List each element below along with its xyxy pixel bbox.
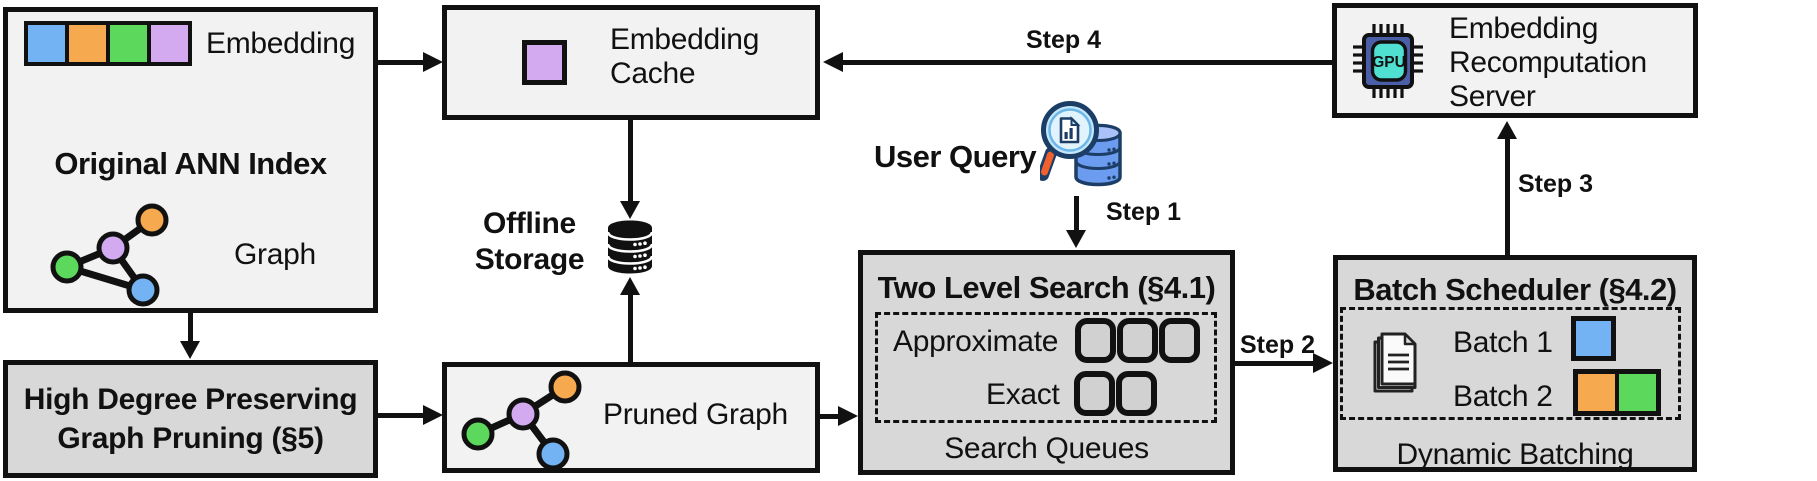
recomputation-line3: Server: [1449, 80, 1536, 113]
graph-label: Graph: [234, 238, 316, 271]
pruned-graph-box: Pruned Graph: [442, 362, 820, 473]
database-icon: [606, 220, 654, 274]
batch1-square-icon: [1571, 316, 1616, 361]
step2-label: Step 2: [1240, 331, 1316, 359]
recomputation-server-box: GPU Embedding Recomputation Server: [1332, 3, 1698, 118]
search-queues-footer: Search Queues: [944, 432, 1149, 465]
dynamic-batching-footer: Dynamic Batching: [1396, 438, 1634, 471]
recomputation-line2: Recomputation: [1449, 46, 1647, 79]
graph-icon: [50, 203, 169, 307]
batch2-cell-orange: [1578, 374, 1615, 411]
arrow-step4-head: [823, 52, 843, 72]
gpu-chip-label: GPU: [1372, 54, 1406, 71]
embedding-cache-box: Embedding Cache: [442, 5, 820, 120]
high-degree-pruning-line1: High Degree Preserving: [23, 383, 358, 416]
arrow-pruned-to-storage-head: [620, 277, 640, 295]
offline-storage-label: Offline Storage: [462, 206, 597, 278]
offline-storage-line1: Offline: [483, 207, 576, 240]
gpu-chip-icon: GPU: [1353, 24, 1423, 98]
queue-slot: [1116, 371, 1157, 416]
step3-label: Step 3: [1518, 170, 1594, 198]
batch-scheduler-title: Batch Scheduler (§4.2): [1353, 272, 1677, 307]
high-degree-pruning-box: High Degree Preserving Graph Pruning (§5…: [3, 360, 378, 478]
arrow-pruned-to-search-head: [838, 406, 858, 426]
batch2-squares-icon: [1573, 369, 1661, 416]
cached-embedding-icon: [522, 40, 567, 85]
high-degree-pruning-line2: Graph Pruning (§5): [57, 422, 324, 455]
embedding-cell-orange: [69, 25, 106, 62]
queue-slot: [1159, 318, 1200, 363]
arrow-pruned-to-search-line: [818, 414, 838, 419]
queue-slot: [1074, 371, 1115, 416]
arrow-cache-to-storage-line: [628, 120, 633, 203]
exact-label: Exact: [986, 378, 1060, 411]
embedding-cell-blue: [28, 25, 65, 62]
arrow-step1-line: [1074, 196, 1079, 232]
embedding-cache-line1: Embedding: [610, 23, 760, 56]
arrow-step3-head: [1497, 121, 1517, 139]
search-queues-panel: Approximate Exact: [875, 312, 1217, 423]
embedding-label: Embedding: [206, 27, 356, 60]
embedding-cell-green: [110, 25, 147, 62]
pruned-graph-label: Pruned Graph: [603, 398, 788, 431]
arrow-pruning-to-pruned-line: [378, 413, 423, 418]
batch1-label: Batch 1: [1453, 326, 1553, 359]
embedding-vector-icon: [24, 21, 192, 66]
arrow-ann-to-pruning-line: [188, 313, 193, 343]
arrow-pruning-to-pruned-head: [423, 405, 443, 425]
batch2-label: Batch 2: [1453, 380, 1553, 413]
arrow-ann-to-pruning-head: [180, 341, 200, 359]
arrow-ann-to-cache-head: [423, 52, 443, 72]
dynamic-batching-panel: Batch 1 Batch 2: [1340, 307, 1681, 420]
two-level-search-title: Two Level Search (§4.1): [877, 270, 1216, 305]
queue-slot: [1117, 318, 1158, 363]
original-ann-index-box: Embedding Original ANN Index Graph: [3, 7, 378, 313]
original-ann-index-title: Original ANN Index: [54, 146, 327, 181]
approximate-label: Approximate: [893, 325, 1059, 358]
user-query-label: User Query: [874, 139, 1037, 174]
arrow-cache-to-storage-head: [620, 201, 640, 219]
offline-storage-line2: Storage: [474, 243, 585, 276]
embedding-cache-line2: Cache: [610, 57, 696, 90]
user-query-icon: [1040, 101, 1122, 187]
arrow-step2-head: [1313, 353, 1333, 373]
arrow-ann-to-cache-line: [378, 60, 423, 65]
two-level-search-box: Two Level Search (§4.1) Approximate Exac…: [858, 250, 1235, 475]
exact-queue-slots: [1074, 371, 1157, 416]
step1-label: Step 1: [1106, 198, 1182, 226]
queue-slot: [1075, 318, 1116, 363]
arrow-pruned-to-storage-line: [628, 293, 633, 362]
arrow-step2-line: [1235, 361, 1313, 366]
documents-icon: [1373, 332, 1417, 393]
embedding-cell-purple: [151, 25, 188, 62]
arrow-step4-line: [843, 60, 1332, 65]
batch-scheduler-box: Batch Scheduler (§4.2) Batch 1 Batch 2: [1333, 255, 1697, 472]
pruned-graph-icon: [461, 370, 582, 471]
arrow-step1-head: [1066, 230, 1086, 248]
recomputation-line1: Embedding: [1449, 12, 1599, 45]
step4-label: Step 4: [1026, 26, 1102, 54]
arrow-step3-line: [1505, 137, 1510, 255]
approximate-queue-slots: [1075, 318, 1200, 363]
batch2-cell-green: [1619, 374, 1656, 411]
